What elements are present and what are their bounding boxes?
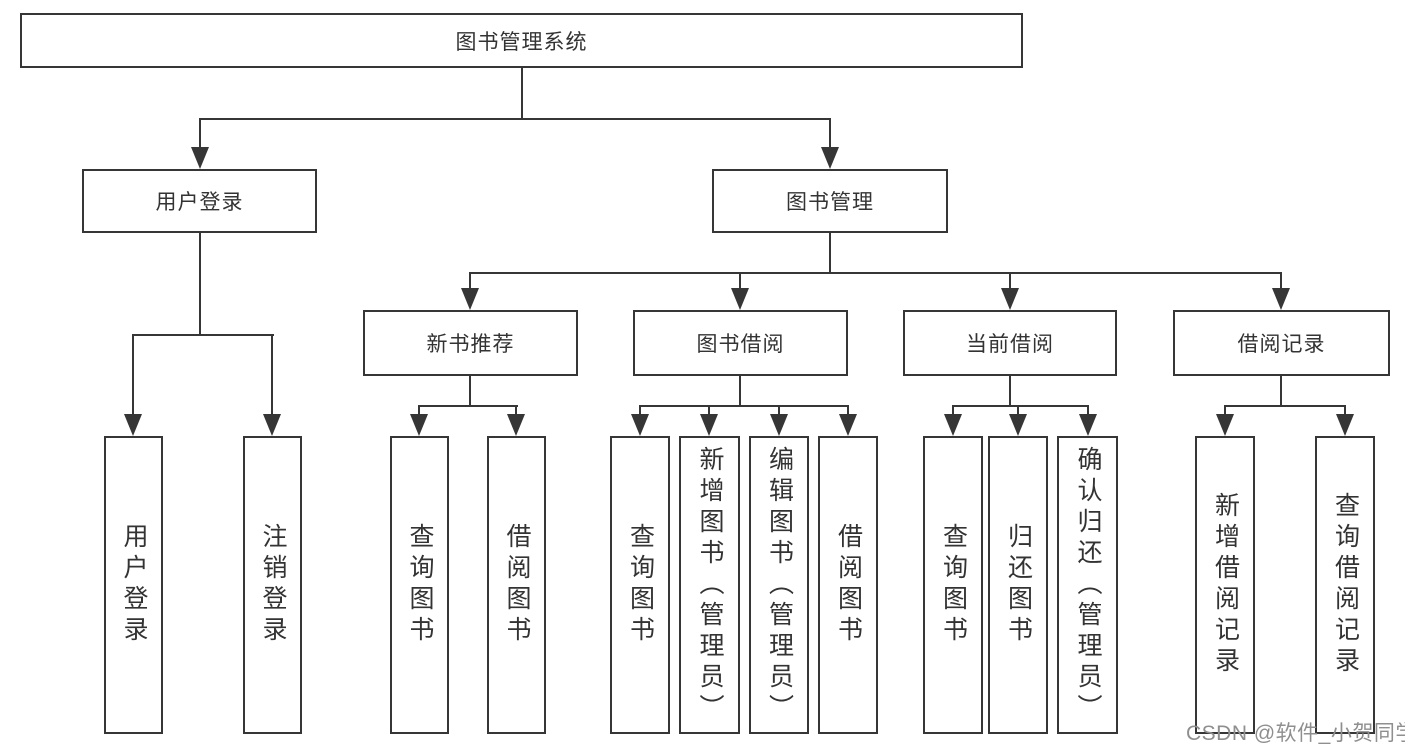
connector-line [829, 118, 831, 149]
connector-line [469, 272, 471, 292]
connector-line [1017, 405, 1019, 416]
connector-line [469, 272, 1282, 274]
arrow-down-icon [124, 414, 142, 436]
connector-line [515, 405, 517, 416]
leaf-query-books-borrow: 查询图书 [610, 436, 670, 734]
connector-line [271, 334, 273, 416]
leaf-logout: 注销登录 [243, 436, 302, 734]
leaf-user-login: 用户登录 [104, 436, 163, 734]
leaf-edit-books-admin: 编辑图书（管理员） [749, 436, 809, 734]
connector-line [199, 118, 831, 120]
leaf-add-borrow-record: 新增借阅记录 [1195, 436, 1255, 734]
node-user-login: 用户登录 [82, 169, 317, 233]
connector-line [1280, 375, 1282, 406]
connector-line [739, 272, 741, 292]
connector-line [1344, 405, 1346, 416]
arrow-down-icon [461, 288, 479, 310]
arrow-down-icon [1336, 414, 1354, 436]
connector-line [639, 405, 849, 407]
connector-line [952, 405, 1089, 407]
arrow-down-icon [821, 147, 839, 169]
arrow-down-icon [731, 288, 749, 310]
csdn-watermark: CSDN @软件_小贺同学 [1186, 722, 1405, 745]
arrow-down-icon [191, 147, 209, 169]
connector-line [1224, 405, 1346, 407]
leaf-query-books-current: 查询图书 [923, 436, 983, 734]
arrow-down-icon [410, 414, 428, 436]
connector-line [132, 334, 274, 336]
connector-line [1224, 405, 1226, 416]
connector-line [469, 375, 471, 406]
arrow-down-icon [770, 414, 788, 436]
arrow-down-icon [263, 414, 281, 436]
connector-line [708, 405, 710, 416]
arrow-down-icon [1079, 414, 1097, 436]
arrow-down-icon [631, 414, 649, 436]
leaf-add-books-admin: 新增图书（管理员） [679, 436, 740, 734]
connector-line [199, 118, 201, 149]
arrow-down-icon [1272, 288, 1290, 310]
node-current-borrow: 当前借阅 [903, 310, 1117, 376]
connector-line [418, 405, 420, 416]
connector-line [1280, 272, 1282, 292]
connector-line [1087, 405, 1089, 416]
leaf-borrow-books: 借阅图书 [818, 436, 878, 734]
node-new-book-recommend: 新书推荐 [363, 310, 578, 376]
connector-line [639, 405, 641, 416]
leaf-query-books-recommend: 查询图书 [390, 436, 449, 734]
leaf-confirm-return-admin: 确认归还（管理员） [1057, 436, 1118, 734]
leaf-query-borrow-record: 查询借阅记录 [1315, 436, 1375, 734]
node-root-library-system: 图书管理系统 [20, 13, 1023, 68]
connector-line [132, 334, 134, 416]
arrow-down-icon [1001, 288, 1019, 310]
connector-line [952, 405, 954, 416]
node-book-borrow: 图书借阅 [633, 310, 848, 376]
connector-line [521, 68, 523, 119]
connector-line [418, 405, 518, 407]
arrow-down-icon [507, 414, 525, 436]
connector-line [1009, 375, 1011, 406]
connector-line [739, 375, 741, 406]
connector-line [829, 232, 831, 274]
arrow-down-icon [944, 414, 962, 436]
arrow-down-icon [839, 414, 857, 436]
leaf-return-books: 归还图书 [988, 436, 1048, 734]
connector-line [1009, 272, 1011, 292]
node-book-management: 图书管理 [712, 169, 948, 233]
leaf-borrow-books-recommend: 借阅图书 [487, 436, 546, 734]
connector-line [847, 405, 849, 416]
node-borrow-records: 借阅记录 [1173, 310, 1390, 376]
connector-line [199, 232, 201, 336]
arrow-down-icon [1216, 414, 1234, 436]
arrow-down-icon [700, 414, 718, 436]
connector-line [778, 405, 780, 416]
arrow-down-icon [1009, 414, 1027, 436]
